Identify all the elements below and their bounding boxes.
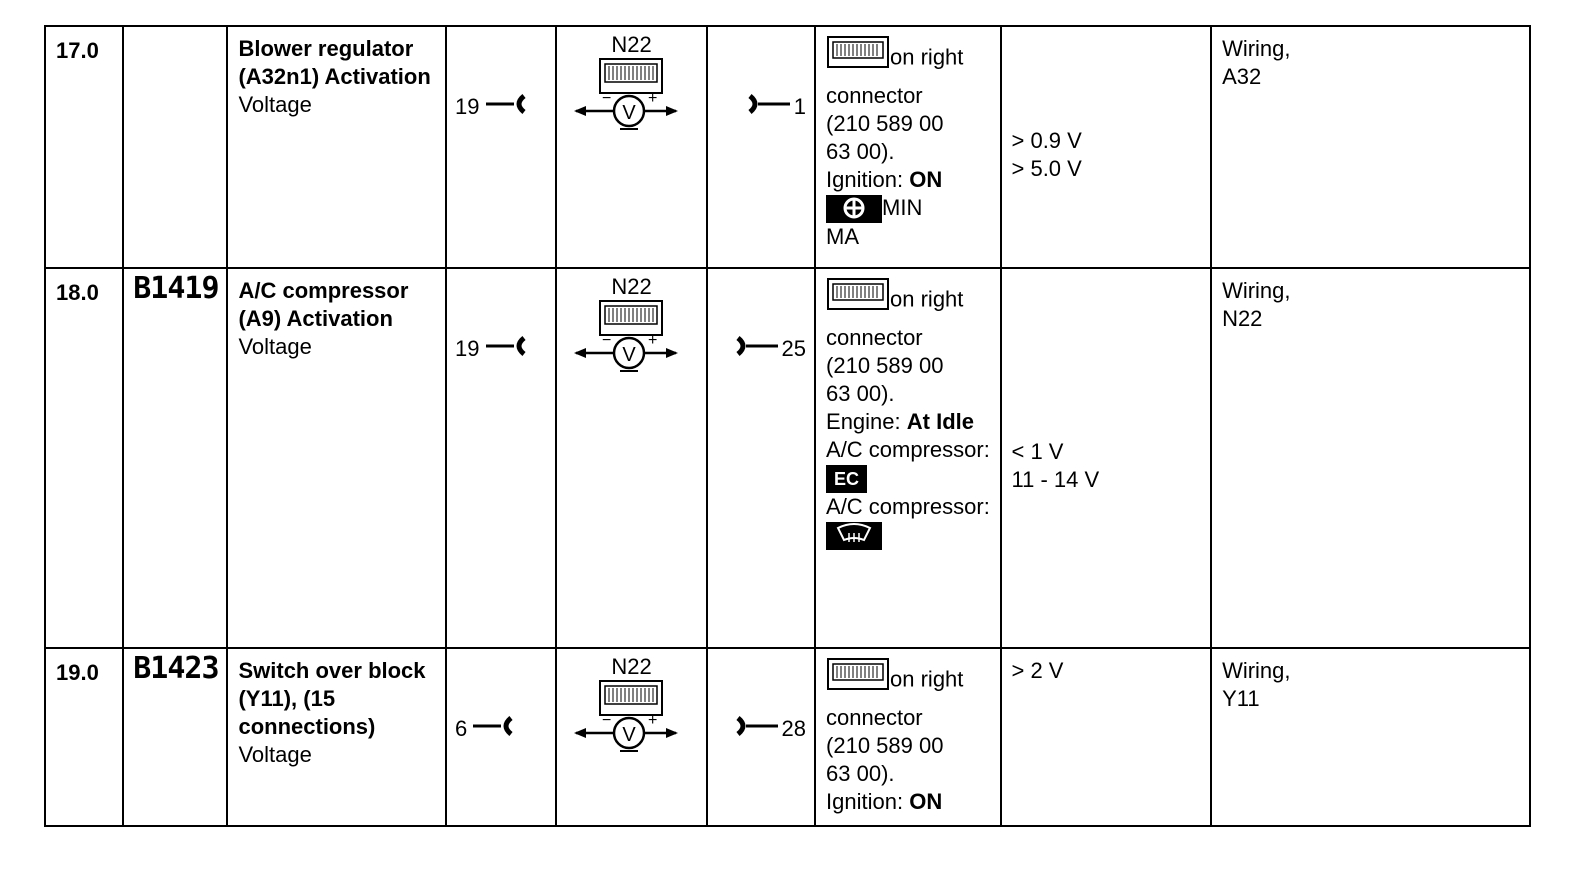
connector-line: (210 589 00 (826, 111, 944, 136)
connector-line: (210 589 00 (826, 353, 944, 378)
plug-pin-icon (744, 93, 790, 121)
remedy-line: Wiring, (1222, 658, 1291, 683)
connector-line: connector (826, 325, 923, 350)
pin-right: 25 (781, 336, 807, 361)
plug-pin-icon (732, 715, 778, 743)
connector-box-icon (826, 277, 890, 324)
blower-setting: MIN (882, 195, 923, 220)
remedy-line: Wiring, (1222, 36, 1291, 61)
meter-label: N22 (611, 654, 652, 679)
fault-code: B1419 (133, 271, 219, 306)
fault-code: B1423 (133, 651, 219, 686)
voltmeter-icon: V − + (573, 58, 678, 130)
condition-value: At Idle (906, 409, 974, 434)
connector-location: on right (890, 666, 964, 692)
measured-quantity: Voltage (238, 92, 312, 117)
connector-line: 63 00). (826, 761, 895, 786)
measured-quantity: Voltage (238, 334, 312, 359)
condition-value: ON (909, 167, 943, 192)
connector-line: 63 00). (826, 381, 895, 406)
remedy-line: Wiring, (1222, 278, 1291, 303)
svg-text:−: − (602, 90, 611, 107)
meter-label: N22 (611, 32, 652, 57)
pin-left: 19 (455, 336, 480, 361)
svg-text:V: V (622, 102, 636, 124)
fault-code (124, 27, 226, 33)
connector-location: on right (890, 286, 964, 312)
svg-text:+: + (648, 332, 657, 349)
test-spec-table: 17.0 Blower regulator (A32n1) Activation… (43, 25, 1531, 827)
step-number: 17.0 (56, 38, 99, 63)
connector-line: 63 00). (826, 139, 895, 164)
condition-label: Engine: (826, 409, 901, 434)
pin-right: 28 (781, 716, 807, 741)
condition-extra: MA (826, 224, 860, 250)
step-number: 18.0 (56, 280, 99, 305)
component-title: A/C compressor (A9) Activation (238, 278, 409, 331)
plug-socket-icon (485, 93, 532, 121)
condition-label: Ignition: (826, 167, 904, 192)
condition-label: Ignition: (826, 789, 904, 814)
svg-text:V: V (622, 724, 636, 746)
measured-quantity: Voltage (238, 742, 312, 767)
svg-text:−: − (602, 332, 611, 349)
connector-location: on right (890, 44, 964, 70)
plug-pin-icon (732, 335, 778, 363)
step-number: 19.0 (56, 660, 99, 685)
blower-fan-icon (826, 195, 883, 224)
svg-text:+: + (648, 90, 657, 107)
table-row: 18.0 B1419 A/C compressor (A9) Activatio… (43, 267, 1531, 649)
table-row: 17.0 Blower regulator (A32n1) Activation… (43, 25, 1531, 269)
condition-label: A/C compressor: (826, 494, 990, 520)
remedy-line: Y11 (1222, 686, 1260, 711)
nominal-value: > 5.0 V (1011, 156, 1082, 181)
nominal-value: > 2 V (1011, 658, 1064, 683)
connector-box-icon (826, 657, 890, 704)
pin-left: 6 (455, 716, 468, 741)
pin-right: 1 (793, 94, 807, 119)
condition-label: A/C compressor: (826, 437, 990, 462)
ac-badge: EC (826, 465, 868, 494)
meter-label: N22 (611, 274, 652, 299)
voltmeter-icon: V − + (573, 680, 678, 752)
plug-socket-icon (485, 335, 532, 363)
component-title: Blower regulator (A32n1) Activation (238, 36, 431, 89)
connector-line: (210 589 00 (826, 733, 944, 758)
nominal-value: < 1 V (1011, 439, 1064, 464)
connector-line: connector (826, 705, 923, 730)
nominal-value: > 0.9 V (1011, 128, 1082, 153)
pin-left: 19 (455, 94, 480, 119)
connector-line: connector (826, 83, 923, 108)
defrost-icon (826, 522, 883, 551)
svg-text:+: + (648, 712, 657, 729)
table-row: 19.0 B1423 Switch over block (Y11), (15 … (43, 647, 1531, 827)
plug-socket-icon (473, 715, 519, 743)
svg-text:−: − (602, 712, 611, 729)
nominal-value: 11 - 14 V (1011, 467, 1100, 492)
voltmeter-icon: V − + (573, 300, 678, 372)
connector-box-icon (826, 35, 890, 82)
remedy-line: N22 (1222, 306, 1263, 331)
remedy-line: A32 (1222, 64, 1262, 89)
svg-text:V: V (622, 344, 636, 366)
condition-value: ON (909, 789, 943, 814)
component-title: Switch over block (Y11), (15 connections… (238, 658, 426, 739)
